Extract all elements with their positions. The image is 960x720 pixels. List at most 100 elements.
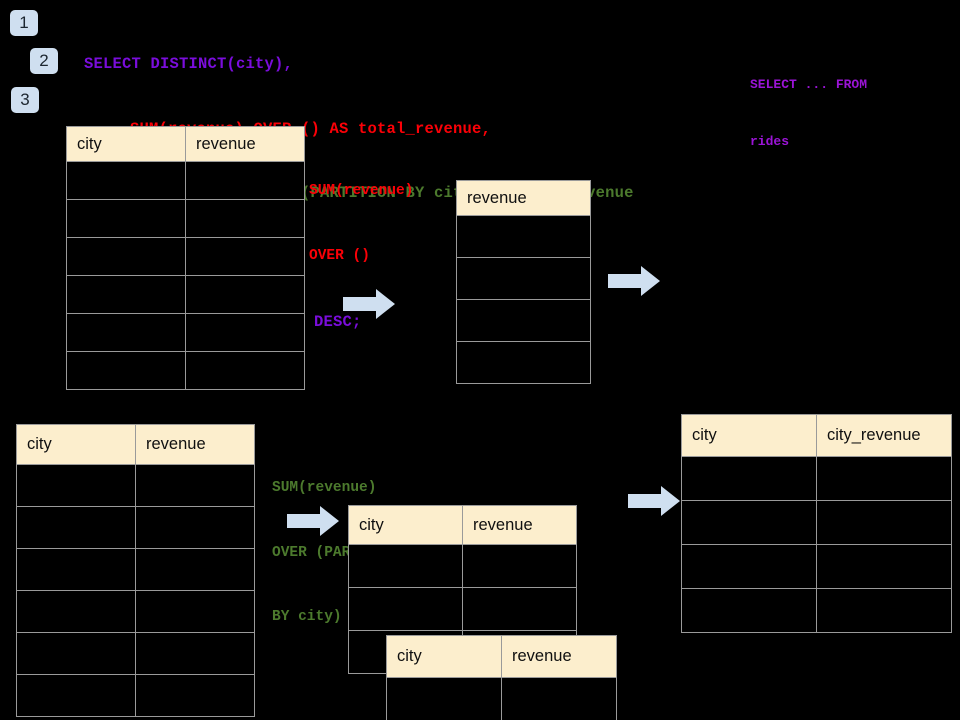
- cell-revenue: [135, 464, 255, 507]
- table-header-row: city revenue: [386, 635, 617, 678]
- cell-city-revenue: [816, 456, 952, 501]
- table-source-rides-top: city revenue: [66, 126, 305, 390]
- annotation-total-line-1: SUM(revenue): [309, 183, 414, 199]
- cell-city: [681, 544, 817, 589]
- cell-city: [66, 161, 186, 200]
- table-row: [348, 587, 577, 631]
- column-header-city: city: [681, 414, 817, 457]
- cell-city: [16, 548, 136, 591]
- column-header-city-revenue: city_revenue: [816, 414, 952, 457]
- cell-city-revenue: [816, 588, 952, 633]
- table-header-row: city revenue: [348, 505, 577, 545]
- table-row: [16, 632, 255, 675]
- table-row: [456, 257, 591, 300]
- table-result-city-revenue: city city_revenue: [681, 414, 952, 633]
- side-note-line-2: rides: [750, 134, 790, 149]
- table-row: [681, 456, 952, 501]
- table-row: [66, 199, 305, 238]
- step-badge-2: 2: [30, 48, 58, 74]
- table-partition-group-front: city revenue: [386, 635, 617, 720]
- cell-city: [386, 677, 502, 720]
- annotation-partition-line-1: SUM(revenue): [272, 480, 377, 496]
- cell-city: [681, 456, 817, 501]
- column-header-city: city: [386, 635, 502, 678]
- cell-city: [16, 674, 136, 717]
- cell-revenue: [456, 341, 591, 384]
- cell-city: [66, 199, 186, 238]
- cell-revenue: [135, 506, 255, 549]
- cell-city: [66, 351, 186, 390]
- table-row: [16, 548, 255, 591]
- table-row: [681, 500, 952, 545]
- cell-revenue: [185, 275, 305, 314]
- cell-revenue: [135, 674, 255, 717]
- table-total-revenue: revenue: [456, 180, 591, 384]
- table-row: [456, 299, 591, 342]
- cell-city-revenue: [816, 544, 952, 589]
- table-row: [66, 351, 305, 390]
- table-row: [386, 677, 617, 720]
- cell-city: [16, 590, 136, 633]
- cell-city: [348, 544, 463, 588]
- column-header-revenue: revenue: [185, 126, 305, 162]
- table-row: [16, 506, 255, 549]
- sql-line-1: SELECT DISTINCT(city),: [84, 55, 294, 73]
- cell-city: [66, 237, 186, 276]
- table-row: [681, 588, 952, 633]
- cell-revenue: [185, 161, 305, 200]
- table-row: [66, 237, 305, 276]
- table-header-row: city city_revenue: [681, 414, 952, 457]
- arrow-bottom-left-icon: [287, 506, 339, 536]
- cell-city: [681, 500, 817, 545]
- cell-revenue: [456, 299, 591, 342]
- table-row: [16, 464, 255, 507]
- cell-city: [66, 275, 186, 314]
- arrow-top-right-icon: [608, 266, 660, 296]
- cell-city: [16, 506, 136, 549]
- table-row: [16, 674, 255, 717]
- cell-revenue: [135, 590, 255, 633]
- cell-city-revenue: [816, 500, 952, 545]
- column-header-city: city: [348, 505, 463, 545]
- cell-city: [348, 587, 463, 631]
- cell-revenue: [462, 587, 577, 631]
- cell-revenue: [501, 677, 617, 720]
- arrow-top-left-icon: [343, 289, 395, 319]
- column-header-revenue: revenue: [501, 635, 617, 678]
- column-header-revenue: revenue: [462, 505, 577, 545]
- cell-revenue: [135, 548, 255, 591]
- table-row: [681, 544, 952, 589]
- table-header-row: city revenue: [16, 424, 255, 465]
- table-row: [348, 544, 577, 588]
- cell-revenue: [185, 199, 305, 238]
- table-row: [66, 313, 305, 352]
- column-header-revenue: revenue: [135, 424, 255, 465]
- cell-city: [16, 464, 136, 507]
- cell-revenue: [185, 351, 305, 390]
- annotation-total-window: SUM(revenue) OVER (): [309, 138, 413, 310]
- table-row: [16, 590, 255, 633]
- cell-city: [66, 313, 186, 352]
- cell-revenue: [462, 544, 577, 588]
- table-row: [66, 161, 305, 200]
- arrow-bottom-right-icon: [628, 486, 680, 516]
- cell-revenue: [185, 313, 305, 352]
- column-header-revenue: revenue: [456, 180, 591, 216]
- column-header-city: city: [16, 424, 136, 465]
- step-badge-3: 3: [11, 87, 39, 113]
- cell-city: [16, 632, 136, 675]
- table-header-row: revenue: [456, 180, 591, 216]
- step-badge-1: 1: [10, 10, 38, 36]
- column-header-city: city: [66, 126, 186, 162]
- annotation-partition-line-3: BY city): [272, 609, 342, 625]
- cell-revenue: [185, 237, 305, 276]
- table-header-row: city revenue: [66, 126, 305, 162]
- cell-city: [681, 588, 817, 633]
- table-row: [456, 341, 591, 384]
- cell-revenue: [135, 632, 255, 675]
- side-note-select-from: SELECT ... FROM rides: [750, 37, 867, 189]
- table-row: [66, 275, 305, 314]
- side-note-line-1: SELECT ... FROM: [750, 77, 868, 92]
- cell-revenue: [456, 257, 591, 300]
